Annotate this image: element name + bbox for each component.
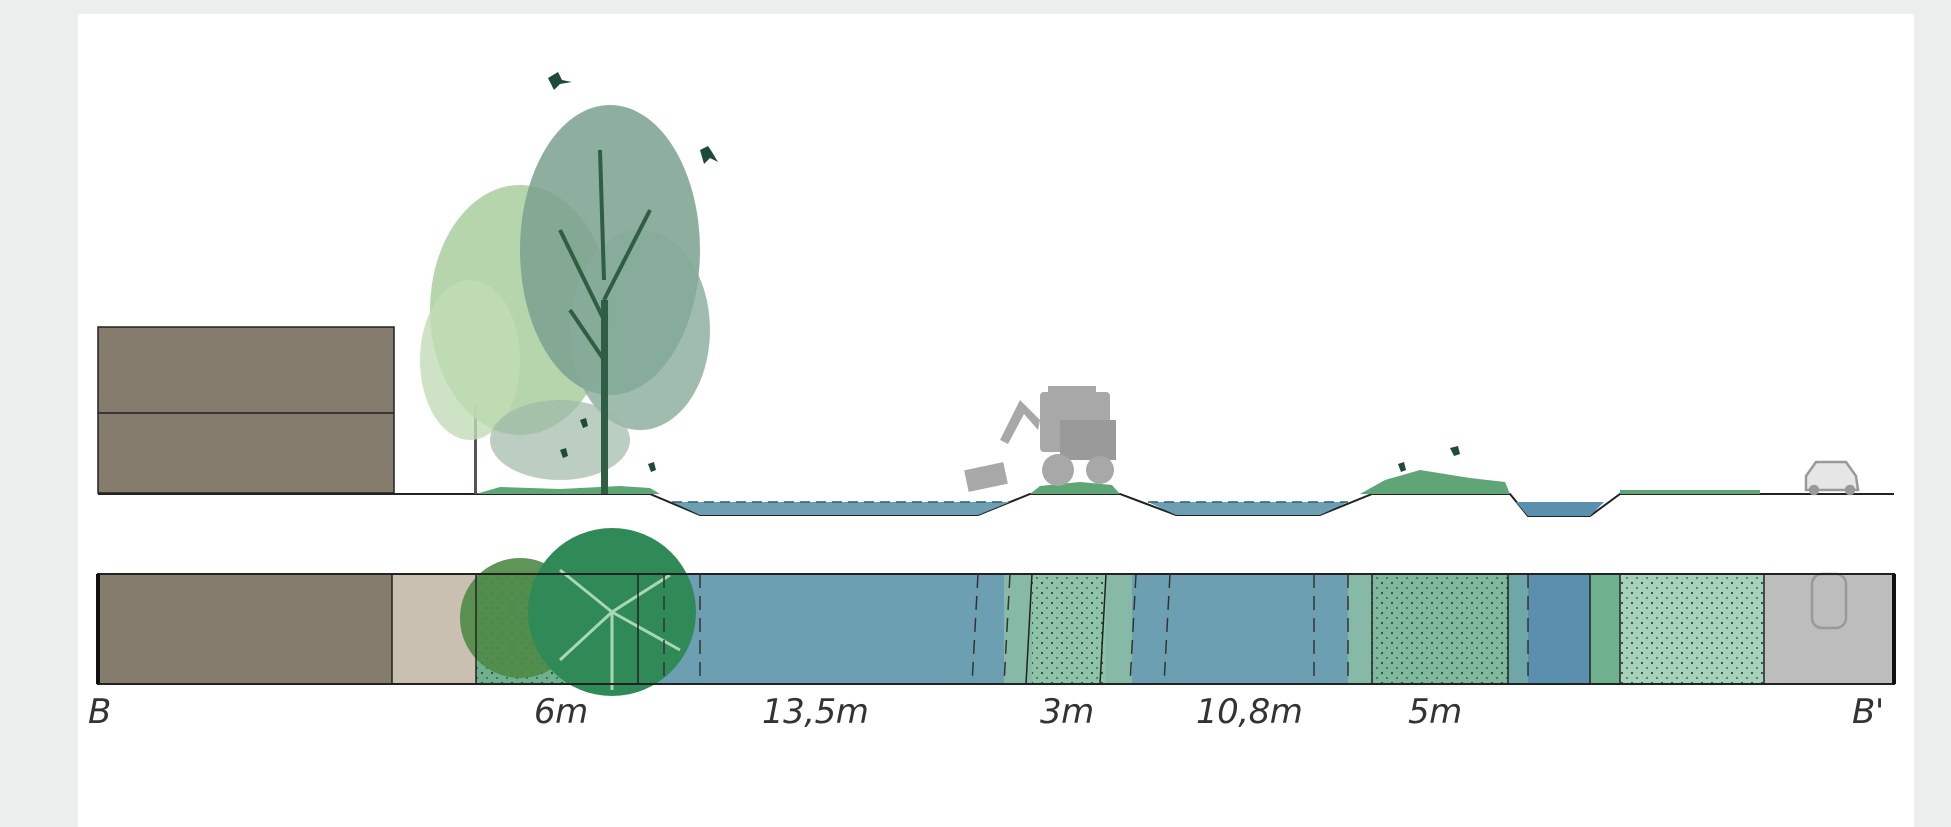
- plan-tree-canopy: [460, 528, 696, 696]
- car-icon: [1804, 460, 1860, 496]
- plan-building: [98, 574, 392, 684]
- plan-canal-1: [638, 574, 1032, 684]
- elevation-view: [97, 72, 1894, 517]
- tree-icon: [420, 105, 710, 494]
- grass-strip: [476, 470, 1760, 494]
- bird-icon: [548, 72, 1460, 472]
- width-label-3m: 3m: [1040, 692, 1094, 732]
- width-label-10-8m: 10,8m: [1196, 692, 1303, 732]
- plan-bank-strip: [1004, 574, 1032, 684]
- water-canal-1: [672, 502, 1010, 515]
- plan-canal-2: [1132, 574, 1348, 684]
- width-label-13-5m: 13,5m: [762, 692, 869, 732]
- width-label-5m: 5m: [1408, 692, 1462, 732]
- fence-post: [474, 405, 477, 494]
- water-canal-2: [1148, 502, 1348, 515]
- mowing-machine-icon: [964, 386, 1116, 492]
- water-ditch: [1516, 502, 1604, 516]
- plan-ditch: [1528, 574, 1590, 684]
- section-start-label: B: [88, 692, 111, 732]
- section-end-label: B': [1852, 692, 1884, 732]
- width-label-6m: 6m: [534, 692, 588, 732]
- plan-view: [96, 528, 1896, 696]
- building-elevation: [97, 326, 395, 494]
